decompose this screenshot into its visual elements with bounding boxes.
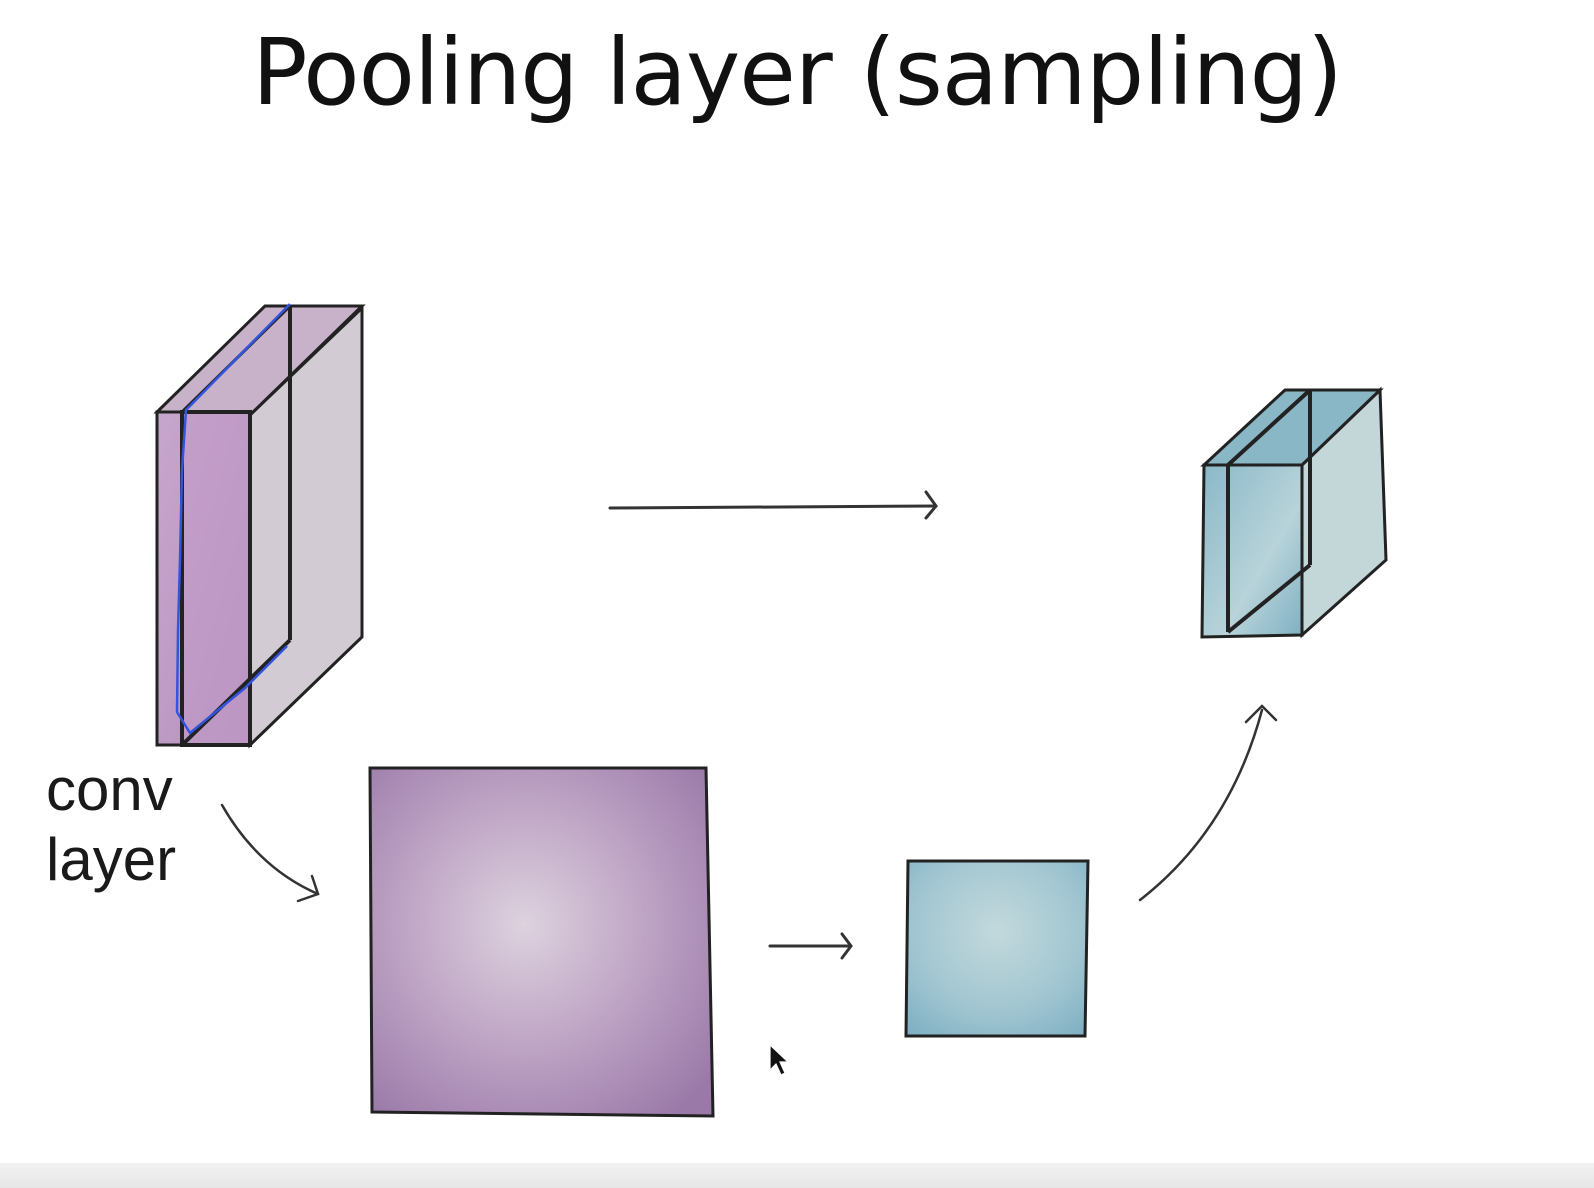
conv-block-slice-bottom-edge: [180, 638, 292, 747]
pooled-layer-block: [1200, 386, 1388, 639]
bottom-bar: [0, 1163, 1594, 1188]
arrow-square-to-pooled: [768, 932, 853, 960]
conv-layer-label-line1: conv: [46, 756, 173, 823]
feature-map-square: [368, 766, 715, 1118]
conv-layer-label-line2: layer: [46, 826, 177, 893]
pooled-block-slice-bottom: [1226, 563, 1312, 634]
arrow-pooled-to-block: [1138, 704, 1278, 902]
conv-block-slice-front: [180, 410, 252, 747]
pooled-map-square: [904, 859, 1090, 1038]
pooled-block-slice-top: [1226, 388, 1312, 467]
arrow-top-right: [608, 490, 938, 520]
arrow-conv-to-square: [220, 803, 320, 903]
slice-highlight-outline: [175, 303, 291, 735]
conv-layer-label: conv layer: [46, 755, 176, 895]
conv-layer-block: [153, 303, 366, 749]
slide-title: Pooling layer (sampling): [252, 19, 1343, 126]
mouse-pointer-icon: [769, 1043, 790, 1076]
